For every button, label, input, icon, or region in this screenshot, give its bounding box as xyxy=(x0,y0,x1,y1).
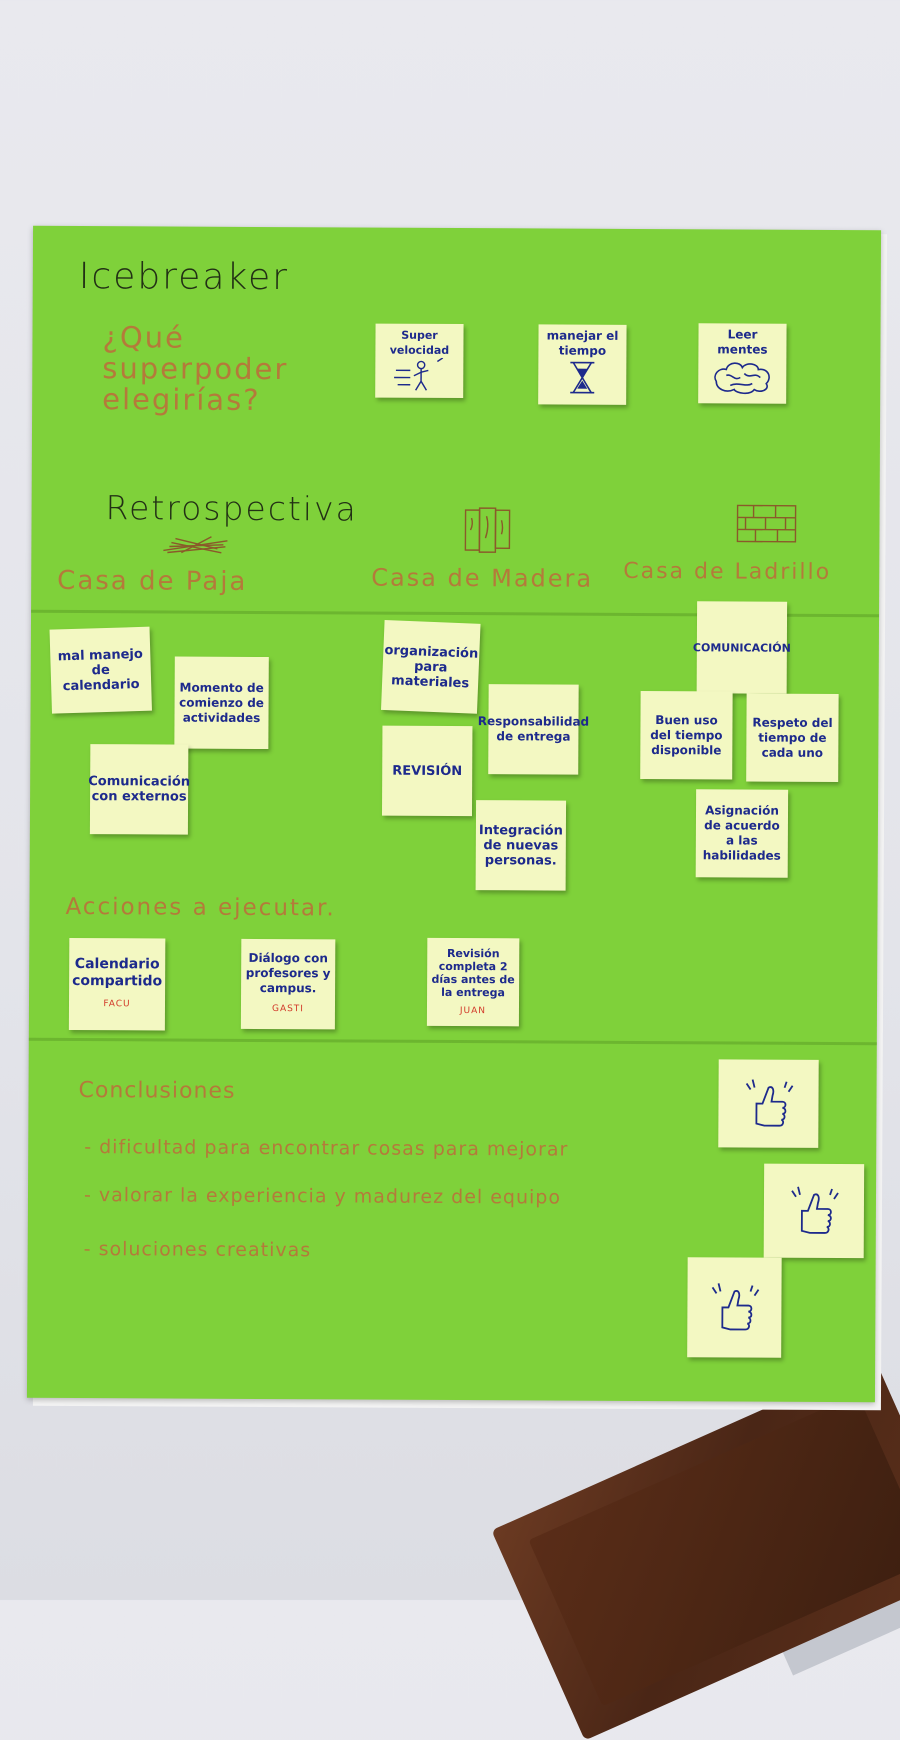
retrospective-title: Retrospectiva xyxy=(105,488,357,528)
sticky-note-superpower-1: Super velocidad xyxy=(375,324,463,398)
action-note-3: Revisión completa 2 días antes de la ent… xyxy=(427,938,519,1026)
thumbs-up-note-1 xyxy=(718,1059,818,1148)
sticky-note-paja-1: mal manejo de calendario xyxy=(50,627,152,714)
conclusion-item-1: - dificultad para encontrar cosas para m… xyxy=(84,1136,568,1161)
thumbs-up-icon xyxy=(738,1075,798,1131)
sticky-note-madera-1: organización para materiales xyxy=(381,620,481,714)
sticky-note-ladrillo-1: COMUNICACIÓN xyxy=(697,601,787,693)
brain-icon xyxy=(710,357,774,397)
thumbs-up-icon xyxy=(784,1183,844,1239)
action-owner-3: JUAN xyxy=(460,1005,486,1018)
sticky-note-ladrillo-3: Respeto del tiempo de cada uno xyxy=(746,694,838,782)
column-header-paja: Casa de Paja xyxy=(57,566,247,597)
action-owner-1: FACU xyxy=(103,996,130,1013)
icebreaker-question: ¿Qué superpoder elegirías? xyxy=(102,322,312,416)
action-owner-2: GASTI xyxy=(272,1002,304,1017)
column-header-ladrillo: Casa de Ladrillo xyxy=(623,559,831,585)
sticky-note-madera-2: Responsabilidad de entrega xyxy=(488,684,578,774)
thumbs-up-note-3 xyxy=(687,1257,782,1357)
thumbs-up-icon xyxy=(704,1279,764,1335)
actions-title: Acciones a ejecutar. xyxy=(65,894,335,921)
sticky-note-paja-3: Comunicación con externos xyxy=(90,744,188,835)
sticky-note-madera-3: REVISIÓN xyxy=(382,726,472,816)
conclusion-item-3: - soluciones creativas xyxy=(84,1238,312,1261)
action-note-2: Diálogo con profesores y campus. GASTI xyxy=(241,939,335,1029)
brick-wall-icon xyxy=(735,503,797,543)
sticky-note-ladrillo-2: Buen uso del tiempo disponible xyxy=(640,691,732,779)
conclusion-item-2: - valorar la experiencia y madurez del e… xyxy=(84,1184,561,1208)
conclusions-title: Conclusiones xyxy=(78,1078,235,1104)
sticky-note-superpower-3: Leer mentes xyxy=(698,323,786,403)
straw-icon xyxy=(161,532,231,556)
sticky-note-madera-4: Integración de nuevas personas. xyxy=(476,800,566,890)
wood-planks-icon xyxy=(461,504,515,556)
column-header-madera: Casa de Madera xyxy=(371,564,593,593)
sticky-note-paja-2: Momento de comienzo de actividades xyxy=(174,657,268,749)
retrospective-poster: Icebreaker ¿Qué superpoder elegirías? Su… xyxy=(27,226,881,1402)
action-note-1: Calendario compartido FACU xyxy=(69,938,165,1031)
sticky-note-ladrillo-4: Asignación de acuerdo a las habilidades xyxy=(696,789,788,877)
running-stick-figure-icon xyxy=(389,358,449,394)
sticky-note-superpower-2: manejar el tiempo xyxy=(538,324,626,404)
icebreaker-title: Icebreaker xyxy=(79,256,289,298)
wooden-furniture xyxy=(491,1360,900,1740)
thumbs-up-note-2 xyxy=(764,1164,864,1259)
hourglass-icon xyxy=(564,359,600,397)
